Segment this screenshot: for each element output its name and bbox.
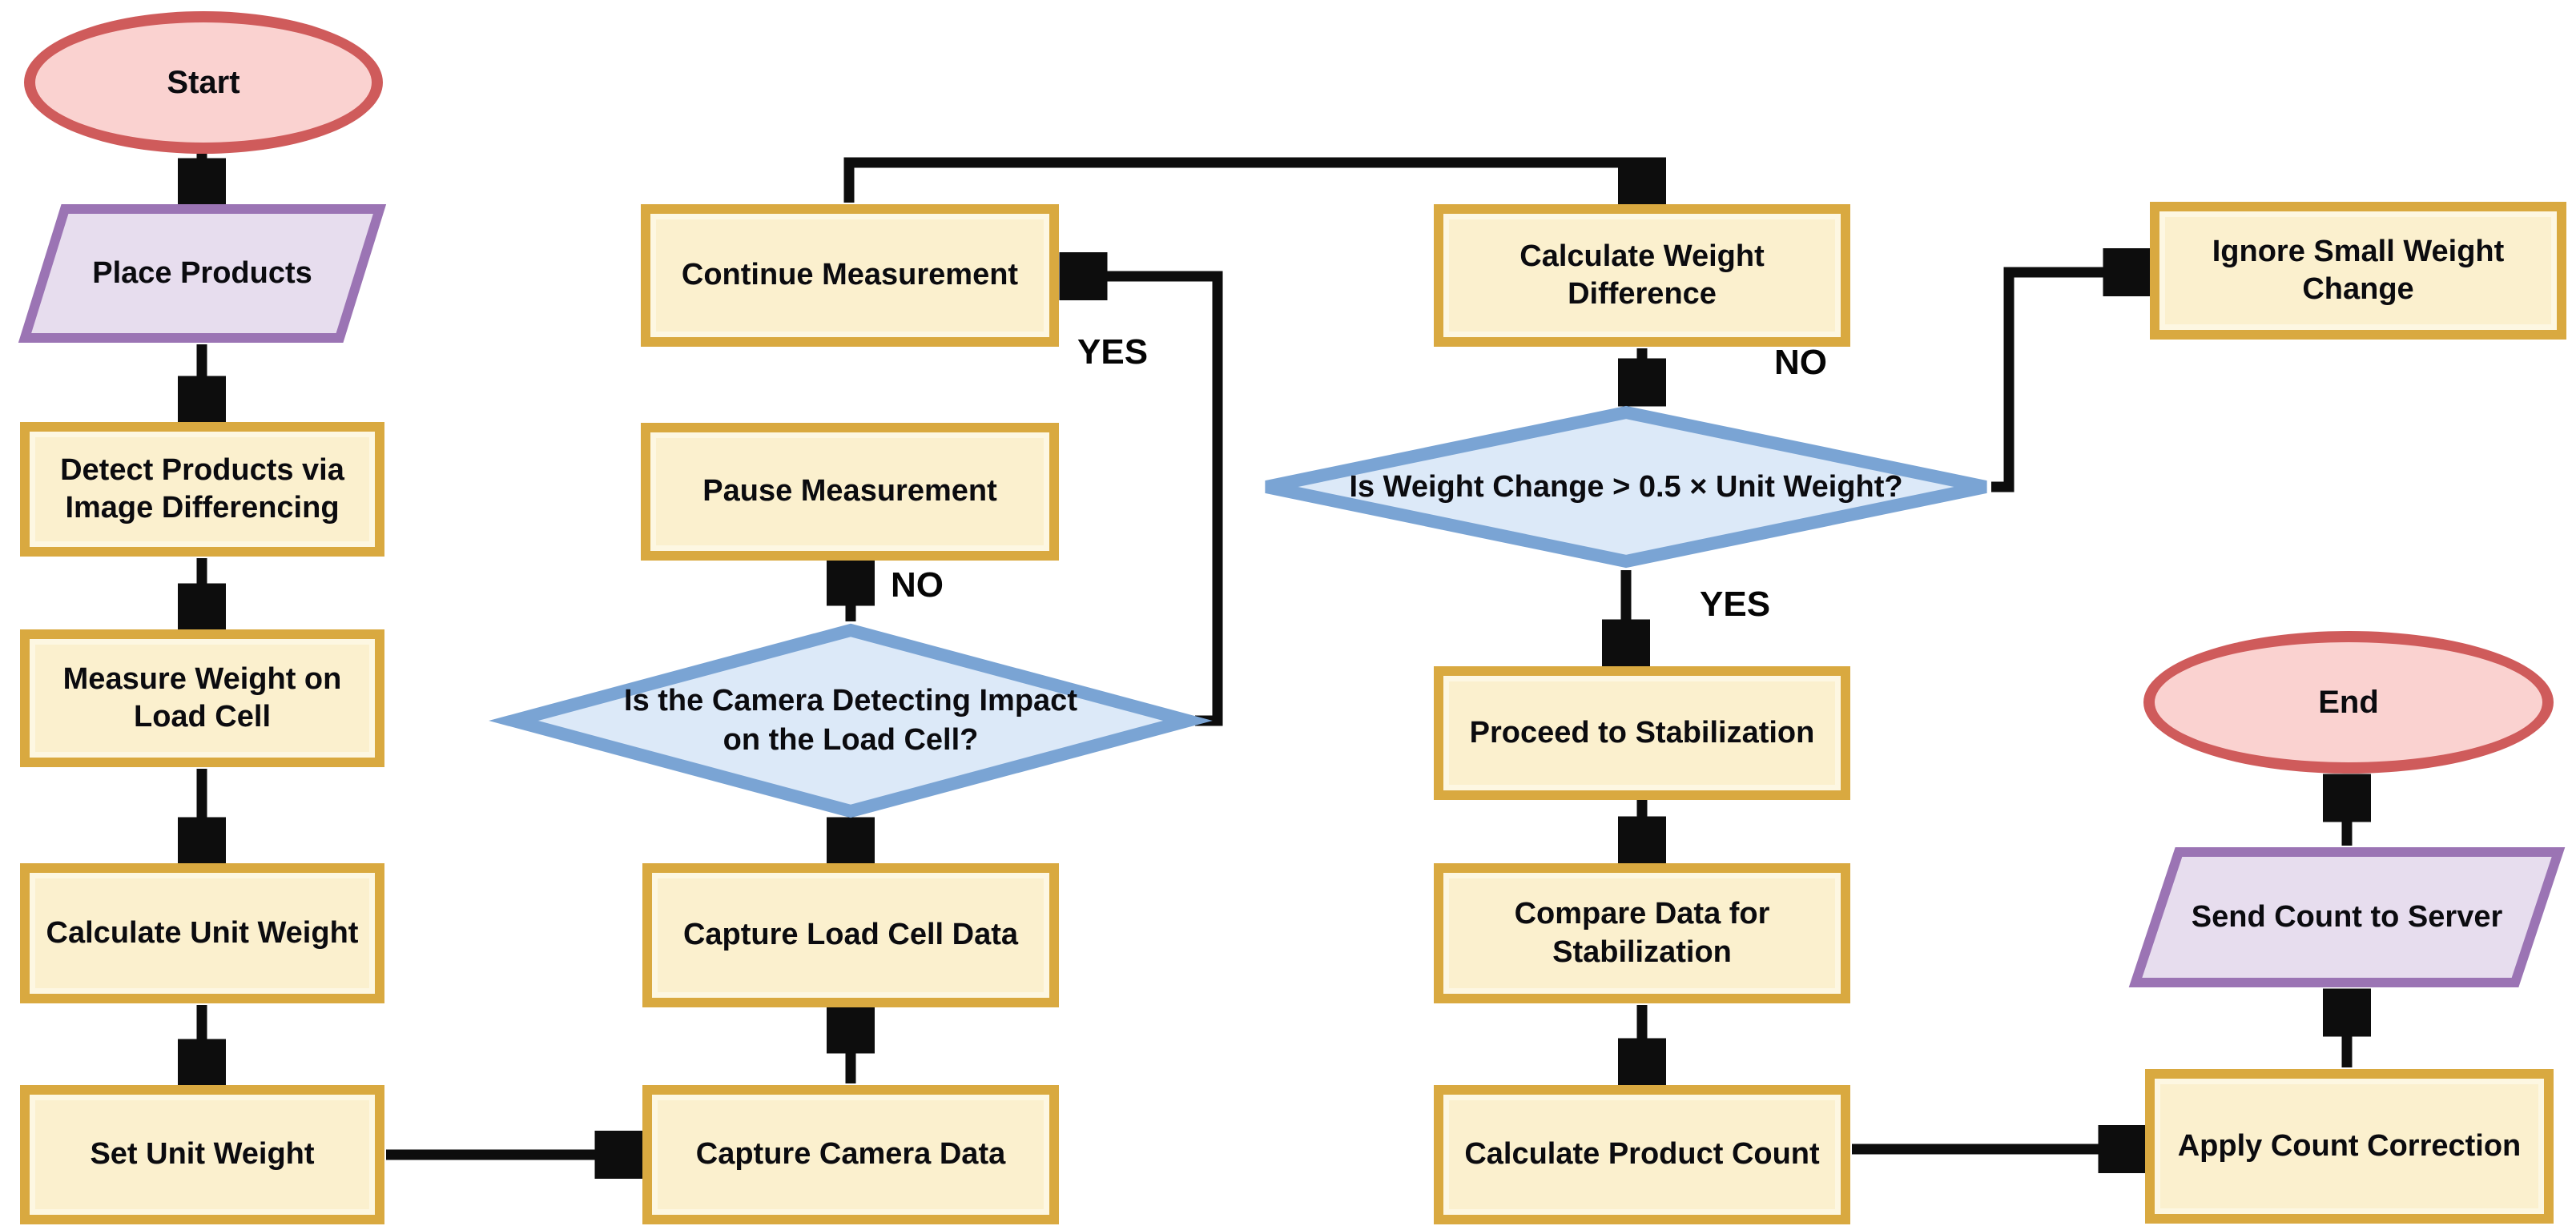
decision-camera-impact: Is the Camera Detecting Impact on the Lo… bbox=[489, 623, 1213, 818]
node-set-unit-weight: Set Unit Weight bbox=[20, 1085, 384, 1224]
node-measure-weight: Measure Weight on Load Cell bbox=[20, 629, 384, 767]
parallelogram-shape bbox=[18, 204, 387, 343]
decision-weight-change: Is Weight Change > 0.5 × Unit Weight? bbox=[1259, 405, 1993, 569]
node-calculate-product-count: Calculate Product Count bbox=[1434, 1085, 1850, 1224]
node-apply-count-correction: Apply Count Correction bbox=[2145, 1069, 2554, 1224]
node-label: Compare Data for Stabilization bbox=[1514, 897, 1770, 969]
node-continue-measurement: Continue Measurement bbox=[641, 204, 1059, 347]
parallelogram-shape bbox=[2128, 847, 2566, 987]
node-calculate-unit-weight: Calculate Unit Weight bbox=[20, 863, 384, 1003]
node-label: Set Unit Weight bbox=[90, 1137, 315, 1172]
node-label: Pause Measurement bbox=[702, 474, 997, 508]
node-compare-data-for-stabilization: Compare Data for Stabilization bbox=[1434, 863, 1850, 1003]
node-label: Apply Count Correction bbox=[2177, 1128, 2522, 1163]
node-label: Place Products bbox=[92, 256, 312, 291]
node-ignore-small-weight-change: Ignore Small Weight Change bbox=[2150, 202, 2566, 340]
node-capture-load-cell-data: Capture Load Cell Data bbox=[642, 863, 1059, 1007]
node-send-count-to-server: Send Count to Server bbox=[2128, 847, 2566, 987]
edge-label-weight-yes: YES bbox=[1700, 585, 1771, 624]
node-label: Calculate Unit Weight bbox=[46, 915, 359, 950]
node-start: Start bbox=[24, 11, 383, 154]
node-label: Is Weight Change > 0.5 × Unit Weight? bbox=[1349, 469, 1903, 504]
edge-label-camera-yes: YES bbox=[1077, 332, 1149, 372]
node-label: Start bbox=[167, 64, 240, 100]
diamond-shape bbox=[489, 623, 1213, 818]
node-label: Calculate Weight Difference bbox=[1519, 239, 1765, 312]
node-end: End bbox=[2143, 631, 2554, 774]
node-label: Measure Weight on Load Cell bbox=[62, 661, 342, 734]
node-label: End bbox=[2318, 684, 2379, 720]
node-label: Continue Measurement bbox=[681, 258, 1019, 292]
edge-label-weight-no: NO bbox=[1774, 343, 1827, 382]
node-capture-camera-data: Capture Camera Data bbox=[642, 1085, 1059, 1224]
node-label: Send Count to Server bbox=[2191, 900, 2503, 935]
node-label: Calculate Product Count bbox=[1464, 1137, 1820, 1172]
node-label: Is the Camera Detecting Impact on the Lo… bbox=[624, 684, 1077, 757]
node-label: Proceed to Stabilization bbox=[1469, 715, 1815, 750]
edge-label-camera-no: NO bbox=[891, 565, 944, 605]
node-label: Detect Products via Image Differencing bbox=[60, 452, 344, 525]
node-label: Ignore Small Weight Change bbox=[2212, 234, 2505, 307]
node-detect-products: Detect Products via Image Differencing bbox=[20, 422, 384, 557]
diamond-shape bbox=[1265, 405, 1987, 569]
node-pause-measurement: Pause Measurement bbox=[641, 423, 1059, 561]
node-calculate-weight-difference: Calculate Weight Difference bbox=[1434, 204, 1850, 347]
node-label: Capture Load Cell Data bbox=[682, 918, 1019, 952]
node-proceed-to-stabilization: Proceed to Stabilization bbox=[1434, 666, 1850, 800]
node-place-products: Place Products bbox=[18, 204, 387, 343]
node-label: Capture Camera Data bbox=[695, 1137, 1006, 1172]
